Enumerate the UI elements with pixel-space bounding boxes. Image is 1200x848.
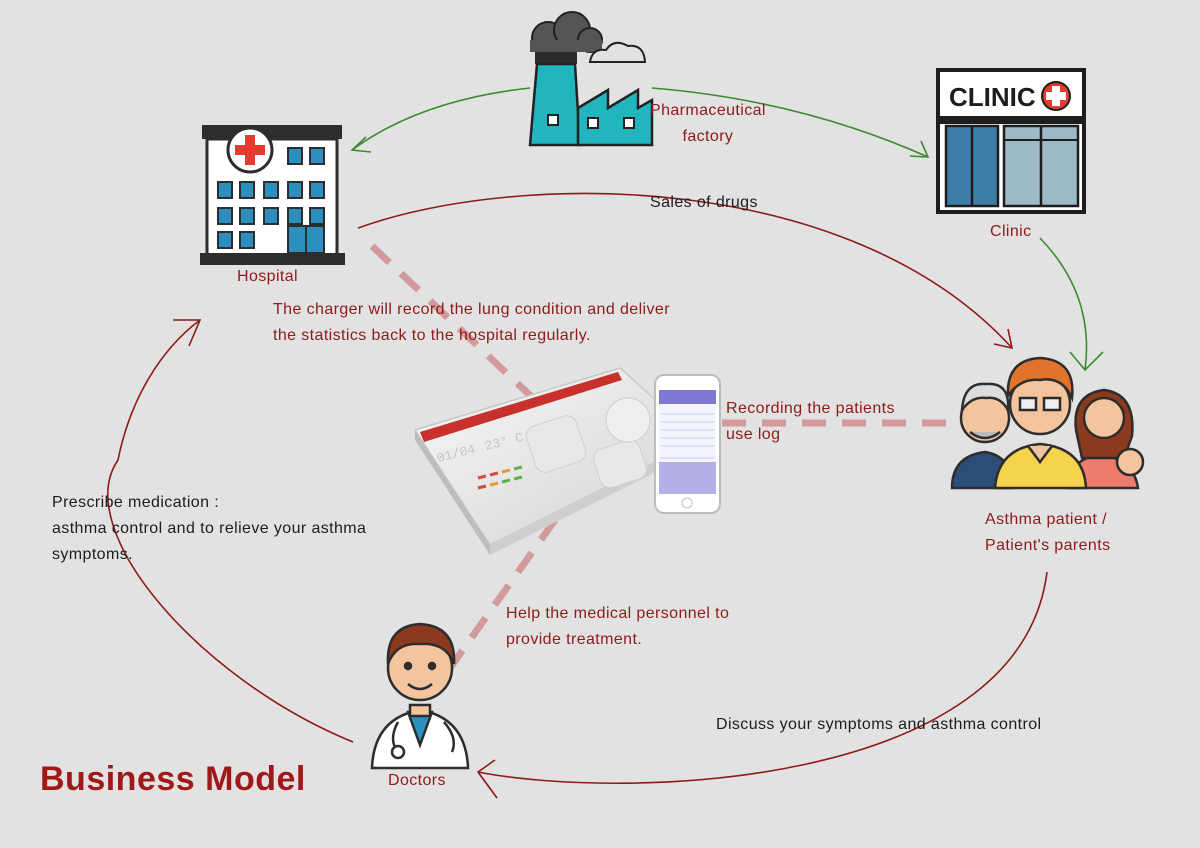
charger-note-line2: the statistics back to the hospital regu… <box>273 327 591 344</box>
recording-note: Recording the patients use log <box>726 396 895 448</box>
help-note-line2: provide treatment. <box>506 631 643 648</box>
factory-label-line2: factory <box>682 128 734 145</box>
prescribe-note-line2: asthma control and to relieve your asthm… <box>52 520 367 537</box>
arrow-doctors-to-hospital <box>107 319 354 743</box>
charger-note-line1: The charger will record the lung conditi… <box>273 301 670 318</box>
factory-icon <box>528 11 654 147</box>
clinic-icon: CLINIC <box>936 68 1086 214</box>
doctors-label: Doctors <box>388 772 446 789</box>
recording-note-line2: use log <box>726 426 781 443</box>
hospital-label: Hospital <box>237 268 299 285</box>
green-flows <box>350 87 1104 372</box>
charger-device-icon: 01/04 23° C <box>413 367 702 555</box>
patients-label: Asthma patient / Patient's parents <box>985 507 1110 559</box>
page-title: Business Model <box>40 760 306 798</box>
help-note: Help the medical personnel to provide tr… <box>506 601 729 653</box>
arrow-patients-to-doctors <box>477 571 1048 785</box>
factory-label: Pharmaceutical factory <box>650 98 766 150</box>
family-icon <box>950 356 1145 490</box>
arrow-clinic-to-patients <box>1039 237 1088 371</box>
prescribe-note-line3: symptoms. <box>52 546 133 563</box>
help-note-line1: Help the medical personnel to <box>506 605 730 622</box>
arrow-factory-to-clinic <box>651 87 929 158</box>
dashed-device-to-doctor <box>447 517 558 671</box>
prescribe-note: Prescribe medication : asthma control an… <box>52 490 366 568</box>
sales-of-drugs-label: Sales of drugs <box>650 194 758 211</box>
patients-label-line1: Asthma patient / <box>985 511 1108 528</box>
smartphone-icon <box>654 374 721 514</box>
clinic-label: Clinic <box>990 223 1032 240</box>
red-flows <box>107 192 1048 799</box>
recording-note-line1: Recording the patients <box>726 400 895 417</box>
arrow-sales-hospital-to-patients <box>357 192 1013 349</box>
arrow-factory-to-hospital <box>351 87 531 151</box>
charger-note: The charger will record the lung conditi… <box>273 297 670 349</box>
dashed-connectors <box>369 243 955 671</box>
factory-label-line1: Pharmaceutical <box>650 102 766 119</box>
hospital-icon <box>200 125 345 265</box>
doctor-icon <box>370 622 470 770</box>
prescribe-note-line1: Prescribe medication : <box>52 494 220 511</box>
patients-label-line2: Patient's parents <box>985 537 1111 554</box>
discuss-note: Discuss your symptoms and asthma control <box>716 716 1042 733</box>
clinic-sign-text: CLINIC <box>949 82 1036 112</box>
